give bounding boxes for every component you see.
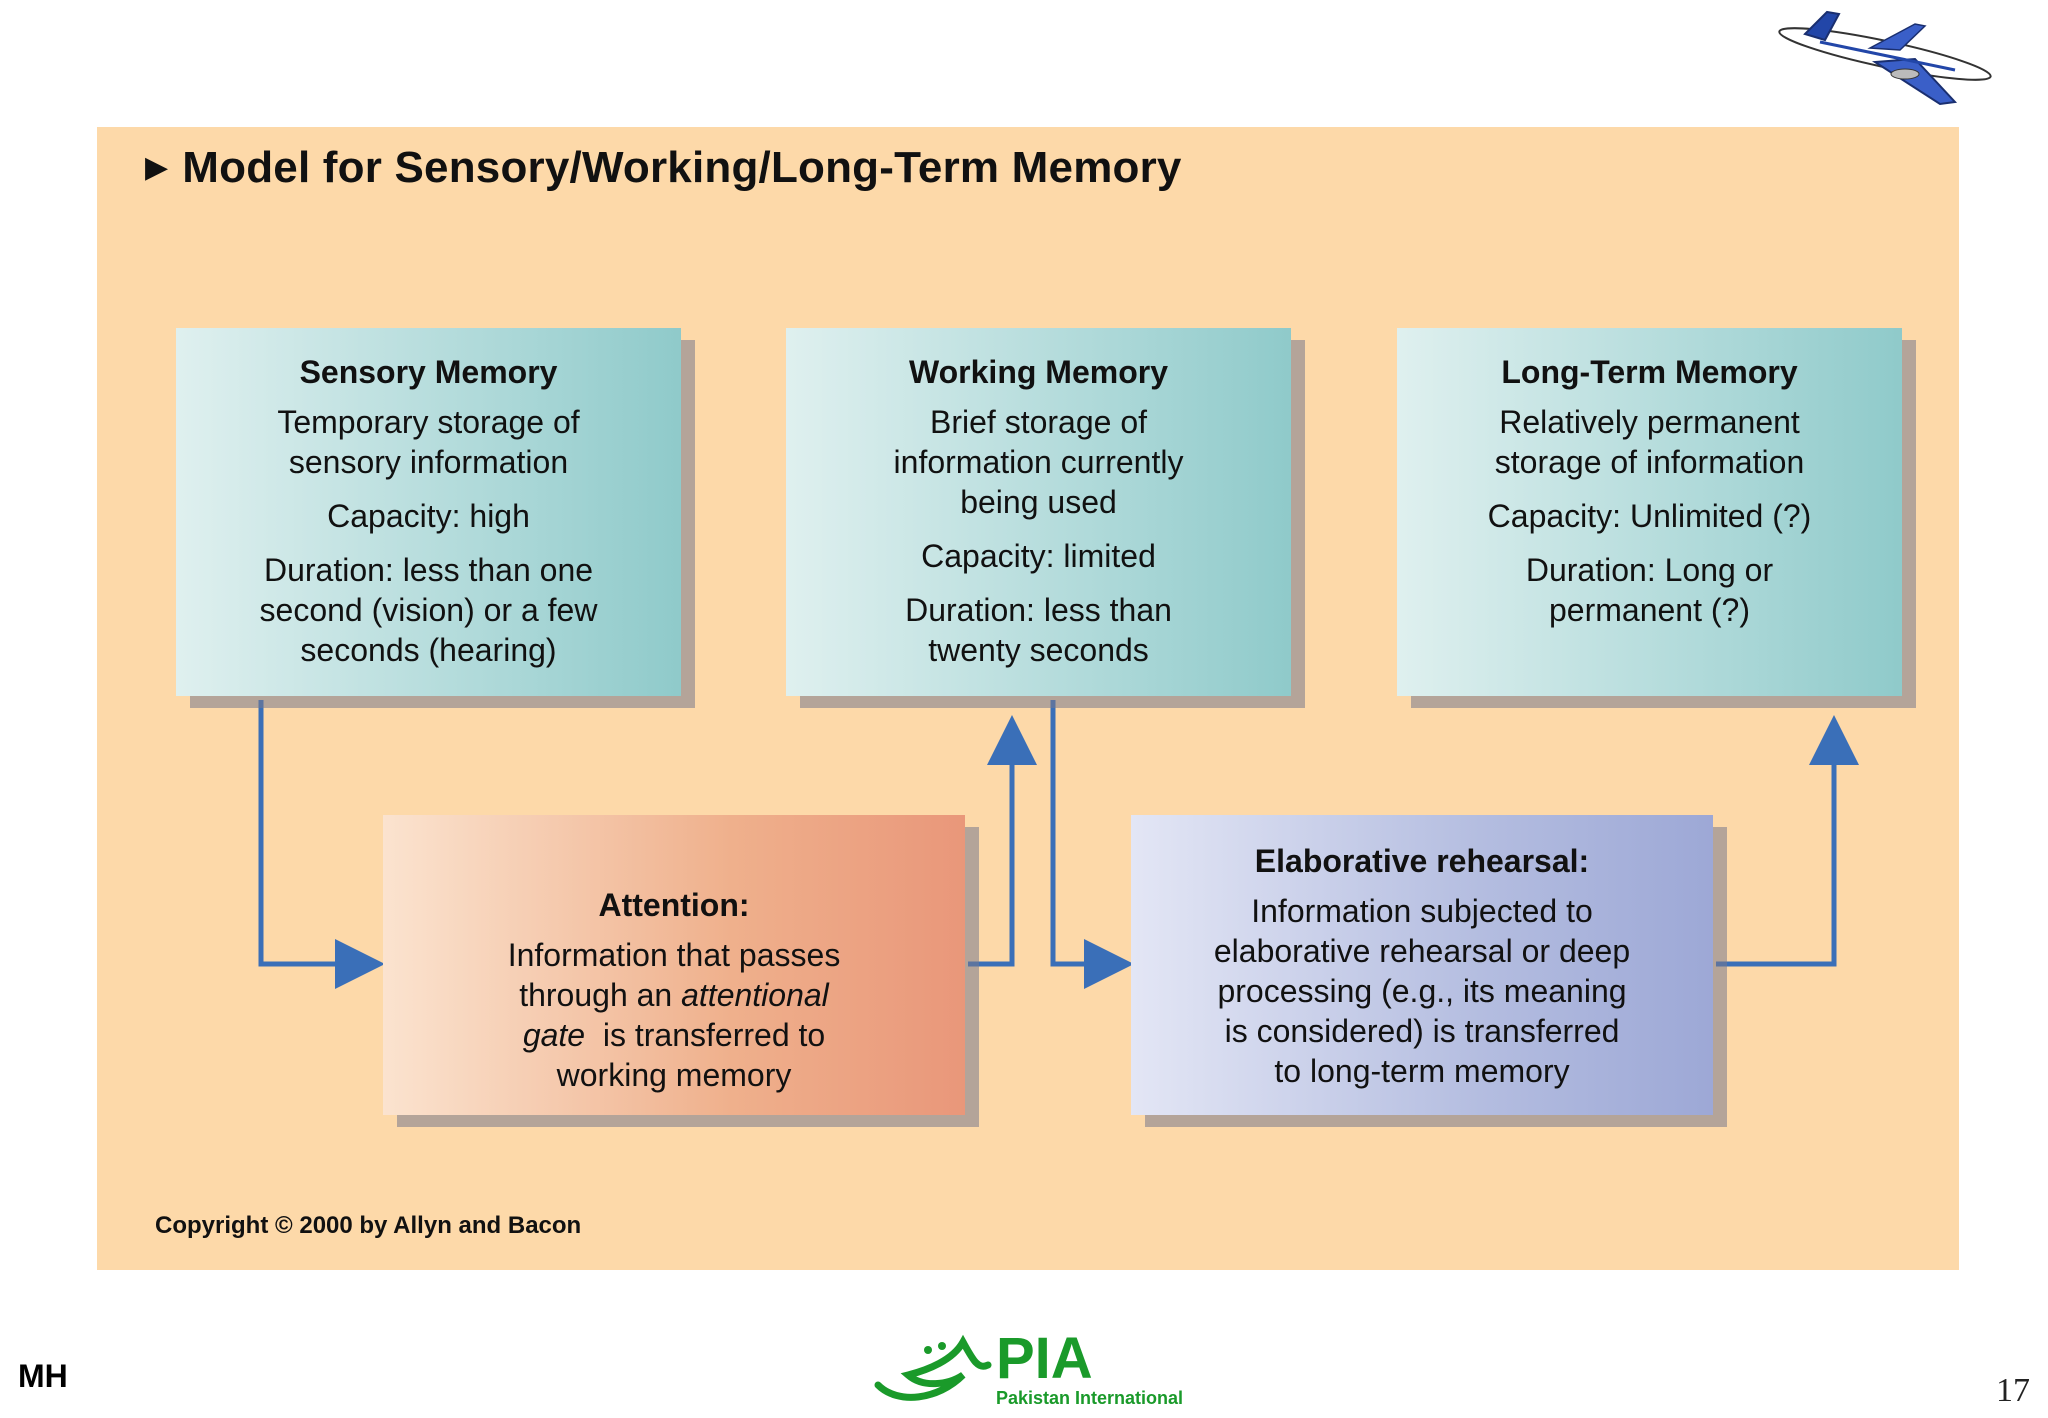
working-memory-box: Working Memory Brief storage of informat… — [786, 328, 1291, 696]
attention-desc-line: working memory — [556, 1057, 792, 1093]
copyright-notice: Copyright © 2000 by Allyn and Bacon — [155, 1212, 582, 1239]
working-desc-line: being used — [960, 484, 1117, 520]
attention-italic-text: attentional — [681, 977, 829, 1013]
attention-text: through an — [519, 977, 682, 1013]
pia-logo: PIA Pakistan International — [868, 1326, 1208, 1415]
arrow-elaborative-to-longterm — [1716, 715, 1859, 967]
page-number: 17 — [1996, 1372, 2030, 1409]
attention-italic-text: gate — [522, 1017, 586, 1053]
attention-box: Attention: Information that passes throu… — [383, 815, 965, 1115]
pia-logo-subtext: Pakistan International — [996, 1388, 1183, 1408]
long-term-capacity: Capacity: Unlimited (?) — [1487, 498, 1812, 534]
long-term-desc-line: storage of information — [1494, 444, 1805, 480]
long-term-memory-box: Long-Term Memory Relatively permanent st… — [1397, 328, 1902, 696]
elaborative-rehearsal-box: Elaborative rehearsal: Information subje… — [1131, 815, 1713, 1115]
elaborative-desc-line: Information subjected to — [1251, 893, 1593, 929]
sensory-duration-line: seconds (hearing) — [300, 632, 557, 668]
attention-desc-line: gate is transferred to — [383, 1015, 965, 1055]
working-capacity: Capacity: limited — [921, 538, 1156, 574]
long-term-duration-line: Duration: Long or — [1525, 552, 1774, 588]
elaborative-heading: Elaborative rehearsal: — [1254, 843, 1590, 879]
diagram-title: ▶Model for Sensory/Working/Long-Term Mem… — [145, 143, 1182, 192]
arrow-attention-to-working — [968, 715, 1037, 967]
footer-initials: MH — [18, 1358, 68, 1394]
elaborative-desc-line: to long-term memory — [1274, 1053, 1570, 1089]
pia-logo-text: PIA — [996, 1330, 1093, 1391]
sensory-memory-box: Sensory Memory Temporary storage of sens… — [176, 328, 681, 696]
working-memory-heading: Working Memory — [909, 354, 1168, 390]
attention-desc-line: Information that passes — [507, 937, 841, 973]
sensory-duration-line: second (vision) or a few — [259, 592, 598, 628]
attention-text: is transferred to — [585, 1017, 826, 1053]
arrow-working-to-elaborative — [1050, 700, 1134, 989]
sensory-desc-line: sensory information — [288, 444, 569, 480]
attention-desc-line: through an attentional — [383, 975, 965, 1015]
sensory-duration-line: Duration: less than one — [263, 552, 594, 588]
bullet-triangle-icon: ▶ — [145, 151, 169, 184]
long-term-memory-heading: Long-Term Memory — [1501, 354, 1798, 390]
sensory-desc-line: Temporary storage of — [277, 404, 580, 440]
pia-calligraphy-icon: PIA Pakistan International — [874, 1326, 1183, 1408]
sensory-capacity: Capacity: high — [327, 498, 530, 534]
elaborative-desc-line: elaborative rehearsal or deep — [1213, 933, 1631, 969]
airplane-icon — [1778, 10, 1992, 106]
working-duration-line: Duration: less than — [905, 592, 1172, 628]
attention-heading: Attention: — [598, 887, 750, 923]
elaborative-desc-line: processing (e.g., its meaning — [1217, 973, 1627, 1009]
working-duration-line: twenty seconds — [928, 632, 1149, 668]
elaborative-desc-line: is considered) is transferred — [1224, 1013, 1620, 1049]
working-desc-line: information currently — [893, 444, 1184, 480]
working-desc-line: Brief storage of — [930, 404, 1147, 440]
sensory-memory-heading: Sensory Memory — [299, 354, 558, 390]
long-term-desc-line: Relatively permanent — [1499, 404, 1800, 440]
long-term-duration-line: permanent (?) — [1549, 592, 1750, 628]
arrow-sensory-to-attention — [258, 700, 385, 989]
